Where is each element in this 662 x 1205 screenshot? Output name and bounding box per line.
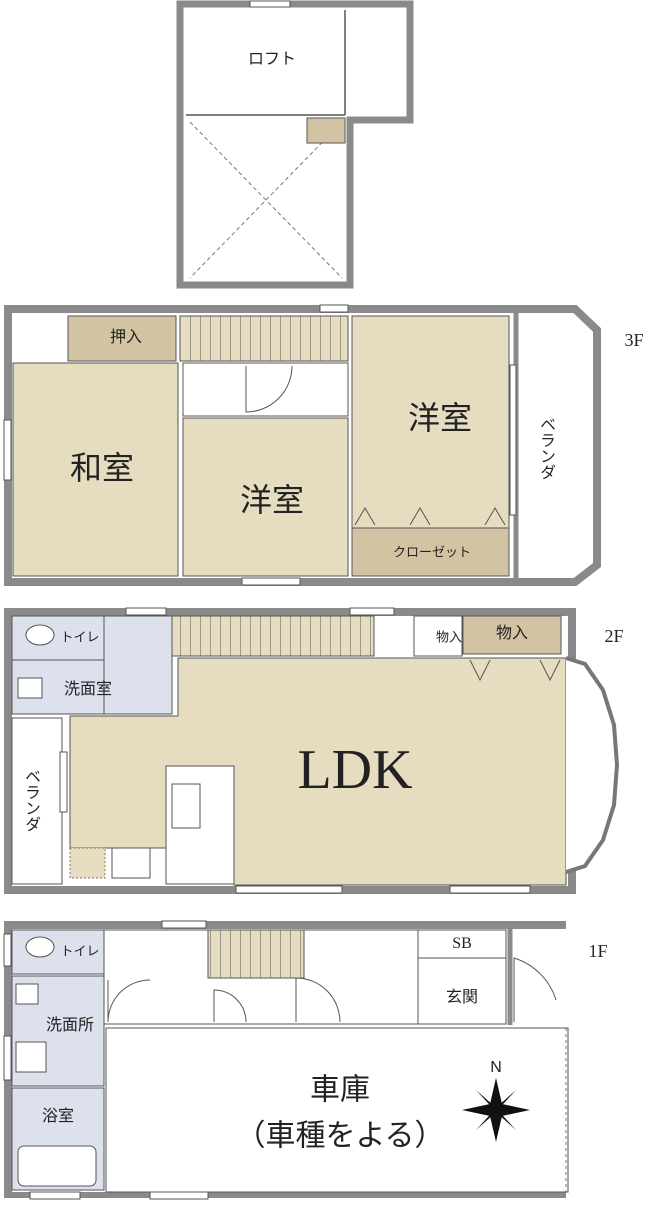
label-toilet-2f: トイレ — [60, 629, 100, 645]
label-yokushitsu: 浴室 — [41, 1108, 75, 1125]
room-youshitsu-b — [351, 315, 510, 529]
window — [509, 364, 517, 516]
floor-2f — [4, 607, 620, 894]
label-closet: クローゼット — [392, 544, 472, 560]
compass-north-label: N — [490, 1059, 502, 1076]
window — [161, 920, 207, 929]
room-washitsu — [12, 362, 179, 577]
window — [125, 607, 167, 616]
window — [149, 1191, 209, 1200]
label-storage-small: 物入 — [435, 629, 463, 645]
floor-3f — [3, 304, 601, 586]
stairs-1f — [207, 929, 305, 979]
room-storage-small — [413, 615, 463, 657]
room-genkan — [417, 957, 507, 1025]
label-sb: SB — [452, 935, 472, 952]
label-washitsu: 和室 — [69, 450, 135, 486]
room-youshitsu-a — [182, 417, 349, 577]
window — [235, 885, 343, 894]
kitchen-sink-icon — [171, 783, 201, 829]
label-toilet-1f: トイレ — [60, 943, 100, 959]
label-garage-note: （車種をよる） — [235, 1119, 445, 1153]
loft-ladder — [306, 117, 346, 144]
door-swing — [107, 979, 151, 1023]
room-storage — [462, 615, 562, 655]
stairs-3f — [179, 315, 349, 362]
label-garage: 車庫 — [310, 1073, 370, 1107]
label-genkan: 玄関 — [445, 989, 479, 1006]
window — [29, 1191, 81, 1200]
loft-floor — [176, 0, 414, 289]
label-youshitsu-a: 洋室 — [239, 482, 305, 518]
room-veranda-2f — [11, 717, 63, 885]
window — [241, 577, 301, 586]
toilet-icon — [25, 936, 55, 958]
bay-window — [565, 656, 620, 874]
label-veranda-3f: ベランダ — [537, 416, 554, 480]
label-ldk: LDK — [297, 739, 413, 801]
window — [3, 419, 12, 481]
floor-label-2f: 2F — [604, 626, 624, 646]
fridge-space — [69, 847, 106, 879]
window — [449, 885, 531, 894]
room-closet — [351, 527, 510, 577]
entry-door — [513, 957, 557, 1022]
floor-label-1f: 1F — [588, 941, 608, 961]
window — [349, 607, 395, 616]
stairs-2f — [171, 615, 375, 657]
bathtub-icon — [17, 1145, 97, 1187]
sink-icon — [17, 677, 43, 699]
room-oshiire — [67, 315, 177, 362]
stove-icon — [111, 847, 151, 879]
floor-label-3f: 3F — [624, 330, 644, 350]
floor-1f — [3, 920, 569, 1200]
label-senmenjo: 洗面所 — [45, 1017, 95, 1034]
label-storage: 物入 — [495, 625, 529, 642]
toilet-icon — [25, 624, 55, 646]
door-swing — [245, 365, 293, 413]
sink-icon — [15, 983, 39, 1005]
window — [319, 304, 349, 313]
label-oshiire: 押入 — [109, 329, 143, 346]
window — [3, 1035, 12, 1081]
washer-icon — [15, 1041, 47, 1073]
window — [249, 0, 291, 8]
label-senmenshitsu: 洗面室 — [63, 681, 113, 698]
window — [59, 751, 68, 813]
label-loft: ロフト — [247, 51, 297, 68]
label-youshitsu-b: 洋室 — [407, 400, 473, 436]
label-veranda-2f: ベランダ — [22, 768, 39, 832]
compass-icon — [462, 1078, 530, 1142]
window — [3, 933, 12, 967]
